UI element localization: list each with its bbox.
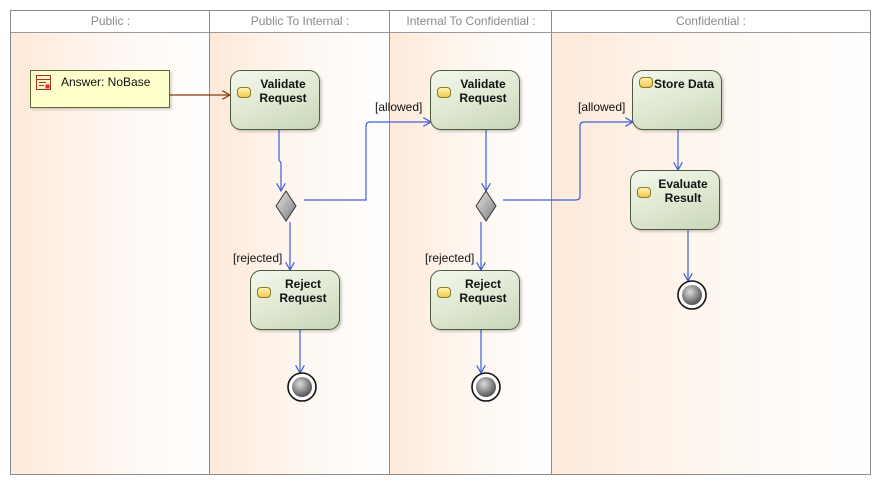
lane-header: Public To Internal : xyxy=(210,10,390,33)
decision-node xyxy=(475,190,497,222)
action-icon xyxy=(637,187,651,198)
object-instance: Answer: NoBase xyxy=(30,70,170,108)
action-icon xyxy=(237,87,251,98)
control-flow-arrow xyxy=(304,122,431,201)
action-label: Evaluate Result xyxy=(658,177,708,205)
action-store-data: Store Data xyxy=(632,70,722,130)
instance-icon xyxy=(36,75,51,90)
action-reject-request: Reject Request xyxy=(250,270,340,330)
lane-header: Internal To Confidential : xyxy=(390,10,552,33)
action-label: Validate Request xyxy=(259,77,307,105)
frame-border xyxy=(10,474,871,475)
guard-rejected: [rejected] xyxy=(425,251,475,265)
action-icon xyxy=(437,87,451,98)
action-icon xyxy=(257,287,271,298)
guard-rejected: [rejected] xyxy=(233,251,283,265)
activity-final-node xyxy=(471,372,501,402)
control-flow-arrow xyxy=(503,122,633,201)
lane-header: Confidential : xyxy=(552,10,870,33)
instance-label: Answer: NoBase xyxy=(61,75,151,89)
action-icon xyxy=(639,77,653,88)
guard-allowed: [allowed] xyxy=(578,100,626,114)
action-reject-request: Reject Request xyxy=(430,270,520,330)
action-label: Reject Request xyxy=(279,277,327,305)
action-label: Reject Request xyxy=(459,277,507,305)
decision-node xyxy=(275,190,297,222)
action-validate-request: Validate Request xyxy=(430,70,520,130)
activity-final-node xyxy=(677,280,707,310)
action-validate-request: Validate Request xyxy=(230,70,320,130)
lane-header: Public : xyxy=(11,10,210,33)
guard-allowed: [allowed] xyxy=(375,100,423,114)
control-flow-arrow xyxy=(279,130,281,191)
action-label: Validate Request xyxy=(459,77,507,105)
action-label: Store Data xyxy=(653,77,715,91)
action-icon xyxy=(437,287,451,298)
activity-final-node xyxy=(287,372,317,402)
action-evaluate-result: Evaluate Result xyxy=(630,170,720,230)
